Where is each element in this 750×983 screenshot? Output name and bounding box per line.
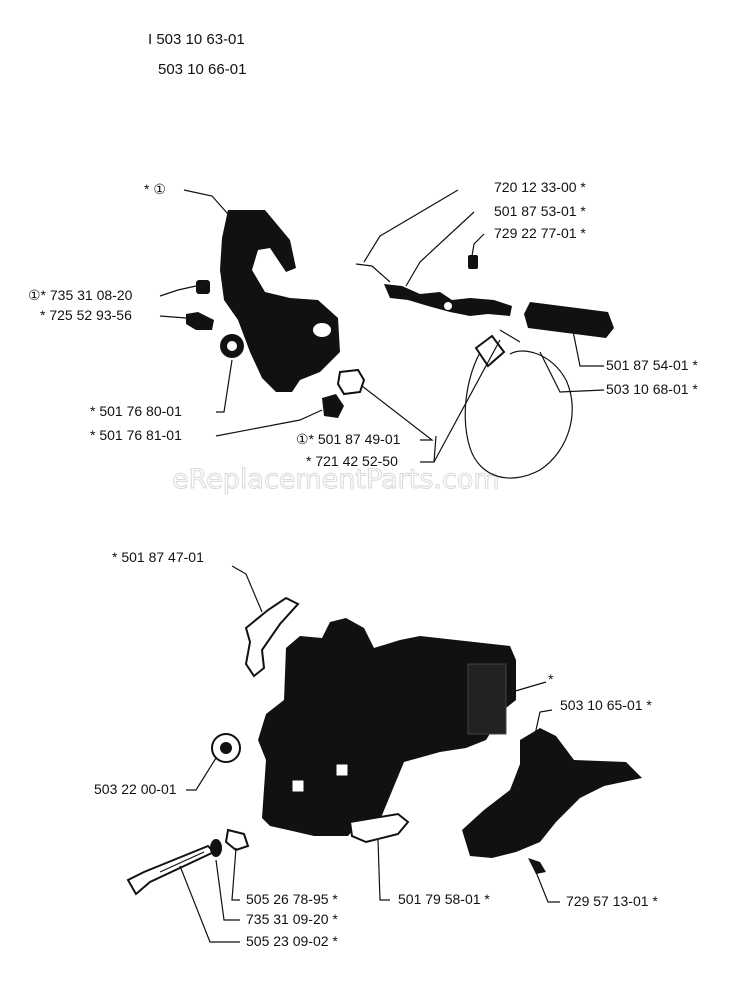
leader-501-76-80-01 [216, 359, 233, 413]
leader-501-87-49-01 [361, 385, 434, 441]
nut-inner [220, 742, 232, 754]
callout-501-87-49-01: ①* 501 87 49-01 [296, 431, 401, 447]
callout-501-76-80-01: * 501 76 80-01 [90, 403, 182, 419]
top-leader-lines [159, 189, 605, 463]
bottom-callouts: * 501 87 47-01 * 503 10 65-01 * 503 22 0… [94, 549, 658, 949]
spring-501-87-54-01 [524, 302, 614, 338]
leader-729-57-13-01 [535, 871, 560, 903]
screw-729-22-77-01 [468, 255, 478, 269]
link-hole [444, 302, 452, 310]
brake-lever [220, 210, 340, 392]
washer-735-31-09-20 [210, 839, 222, 857]
leader-735-31-09-20 [215, 859, 240, 921]
callout-501-87-53-01: 501 87 53-01 * [494, 203, 586, 219]
clutch-cover-housing [258, 618, 516, 836]
callout-505-26-78-95: 505 26 78-95 * [246, 891, 338, 907]
top-callouts: * ① 720 12 33-00 * 501 87 53-01 * 729 22… [28, 179, 698, 469]
leader-501-79-58-01 [377, 839, 390, 901]
bolt-thread [159, 851, 205, 873]
lever-pivot-hole [313, 323, 331, 337]
rail-501-79-58-01 [348, 812, 410, 844]
leader-503-10-68-01 [539, 351, 605, 393]
link-501-87-53-01 [384, 284, 512, 316]
leader-720-12-33-00 [363, 189, 459, 263]
clutch-cover-assembly [126, 596, 642, 896]
leader-505-26-78-95 [231, 847, 240, 901]
callout-503-10-65-01: 503 10 65-01 * [560, 697, 652, 713]
callout-720-12-33-00: 720 12 33-00 * [494, 179, 586, 195]
leader-503-22-00-01 [186, 757, 217, 791]
brake-lever-assembly [186, 210, 366, 418]
callout-725-52-93-56: * 725 52 93-56 [40, 307, 132, 323]
leader-725-52-93-56 [159, 315, 187, 319]
callout-729-57-13-01: 729 57 13-01 * [566, 893, 658, 909]
nut-hole [227, 341, 237, 351]
callout-501-76-81-01: * 501 76 81-01 [90, 427, 182, 443]
leader-505-23-09-02 [179, 865, 240, 943]
sleeve-721-42-52-50 [336, 368, 366, 396]
header-part-number-1: I 503 10 63-01 [148, 31, 245, 48]
leader-501-87-53-01 [405, 211, 475, 287]
leader-star-symbol [183, 189, 229, 215]
band-hook [499, 329, 521, 343]
nut-505-26-78-95 [224, 828, 250, 852]
leader-star-housing [511, 681, 547, 693]
watermark: eReplacementParts.com [172, 464, 500, 495]
leader-735-31-08-20 [159, 285, 197, 297]
callout-721-42-52-50: * 721 42 52-50 [306, 453, 398, 469]
leader-503-10-65-01 [531, 709, 553, 749]
screw-735-31-08-20 [196, 280, 210, 294]
callout-503-10-68-01: 503 10 68-01 * [606, 381, 698, 397]
brake-band-assembly [355, 255, 614, 479]
bushing-501-76-81-01 [322, 394, 344, 418]
callout-735-31-09-20: 735 31 09-20 * [246, 911, 338, 927]
callout-star-housing: * [548, 671, 554, 687]
brake-band-503-10-68-01 [464, 337, 573, 479]
callout-501-79-58-01: 501 79 58-01 * [398, 891, 490, 907]
bottom-leader-lines [179, 565, 560, 943]
header-part-number-2: 503 10 66-01 [158, 61, 246, 78]
callout-505-23-09-02: 505 23 09-02 * [246, 933, 338, 949]
leader-501-87-47-01 [231, 565, 263, 613]
leader-501-87-54-01 [571, 325, 604, 367]
callout-735-31-08-20: ①* 735 31 08-20 [28, 287, 133, 303]
screw-729-57-13-01 [528, 858, 546, 874]
leader-729-22-77-01 [471, 233, 485, 257]
callout-729-22-77-01: 729 22 77-01 * [494, 225, 586, 241]
housing-side-panel [467, 663, 507, 735]
band-clip [474, 334, 506, 368]
callout-501-87-47-01: * 501 87 47-01 [112, 549, 204, 565]
spring-rod-720-12-33-00 [355, 263, 391, 283]
callout-star-symbol: * ① [144, 181, 166, 197]
leader-band-clip [433, 339, 501, 463]
housing-slot-1 [291, 779, 305, 793]
plate-501-87-47-01 [244, 596, 300, 678]
leader-501-76-81-01 [215, 409, 323, 437]
callout-503-22-00-01: 503 22 00-01 [94, 781, 177, 797]
callout-501-87-54-01: 501 87 54-01 * [606, 357, 698, 373]
housing-slot-2 [335, 763, 349, 777]
screw-725-52-93-56 [186, 312, 214, 330]
guard-503-10-65-01 [462, 728, 642, 858]
